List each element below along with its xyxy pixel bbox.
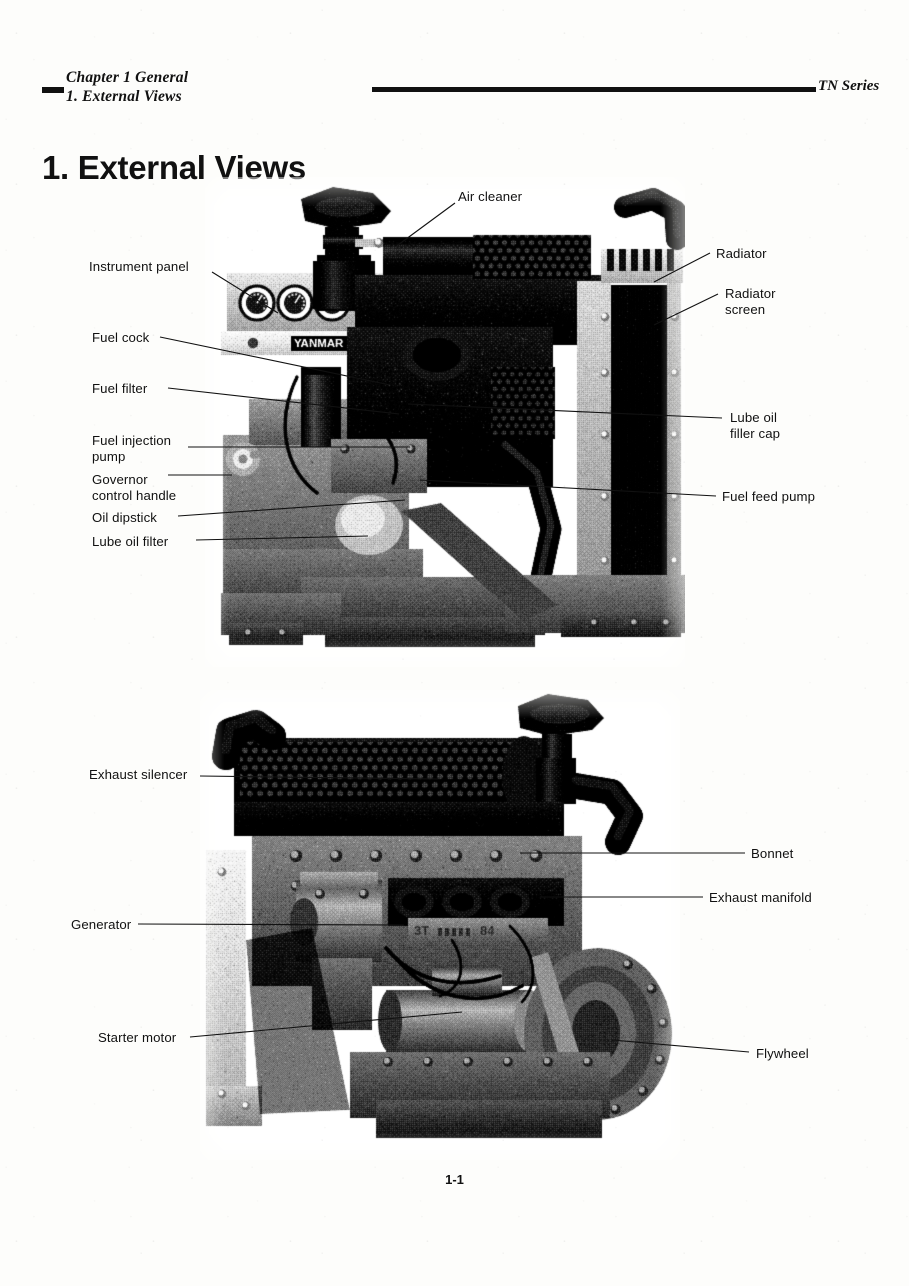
callout-label-generator: Generator [71,917,132,932]
callout-label-governor-control-handle: Governor control handle [92,472,177,503]
callout-label-oil-dipstick: Oil dipstick [92,510,157,525]
header-rule [372,87,816,92]
header-dash-marker [42,87,64,93]
header-chapter-line: Chapter 1 General [66,69,189,86]
page-number: 1-1 [445,1172,464,1187]
callout-label-air-cleaner: Air cleaner [458,189,523,204]
callout-label-fuel-filter: Fuel filter [92,381,148,396]
callout-label-exhaust-silencer: Exhaust silencer [89,767,188,782]
running-header: Chapter 1 General 1. External Views TN S… [42,68,879,112]
header-series-label: TN Series [818,78,880,94]
callout-label-exhaust-manifold: Exhaust manifold [709,890,812,905]
callout-label-lube-oil-filler-cap: Lube oil filler cap [730,410,781,441]
callout-label-fuel-injection-pump: Fuel injection pump [92,433,172,464]
figure-upper-engine [0,165,909,670]
engine-photo-canvas [205,177,685,667]
callout-label-starter-motor: Starter motor [98,1030,177,1045]
engine-photo-front-left [205,177,685,667]
callout-label-flywheel: Flywheel [756,1046,809,1061]
callout-label-instrument-panel: Instrument panel [89,259,189,274]
callout-label-bonnet: Bonnet [751,846,794,861]
header-section-line: 1. External Views [66,88,182,105]
callout-label-radiator: Radiator [716,246,767,261]
engine-photo-rear-right [200,690,680,1160]
callout-label-radiator-screen: Radiator screen [725,286,776,317]
callout-label-fuel-feed-pump: Fuel feed pump [722,489,816,504]
callout-label-fuel-cock: Fuel cock [92,330,150,345]
engine-photo-canvas [200,690,680,1160]
figure-lower-engine [0,680,909,1165]
callout-label-lube-oil-filter: Lube oil filter [92,534,169,549]
header-chapter-block: Chapter 1 General 1. External Views [66,68,188,106]
